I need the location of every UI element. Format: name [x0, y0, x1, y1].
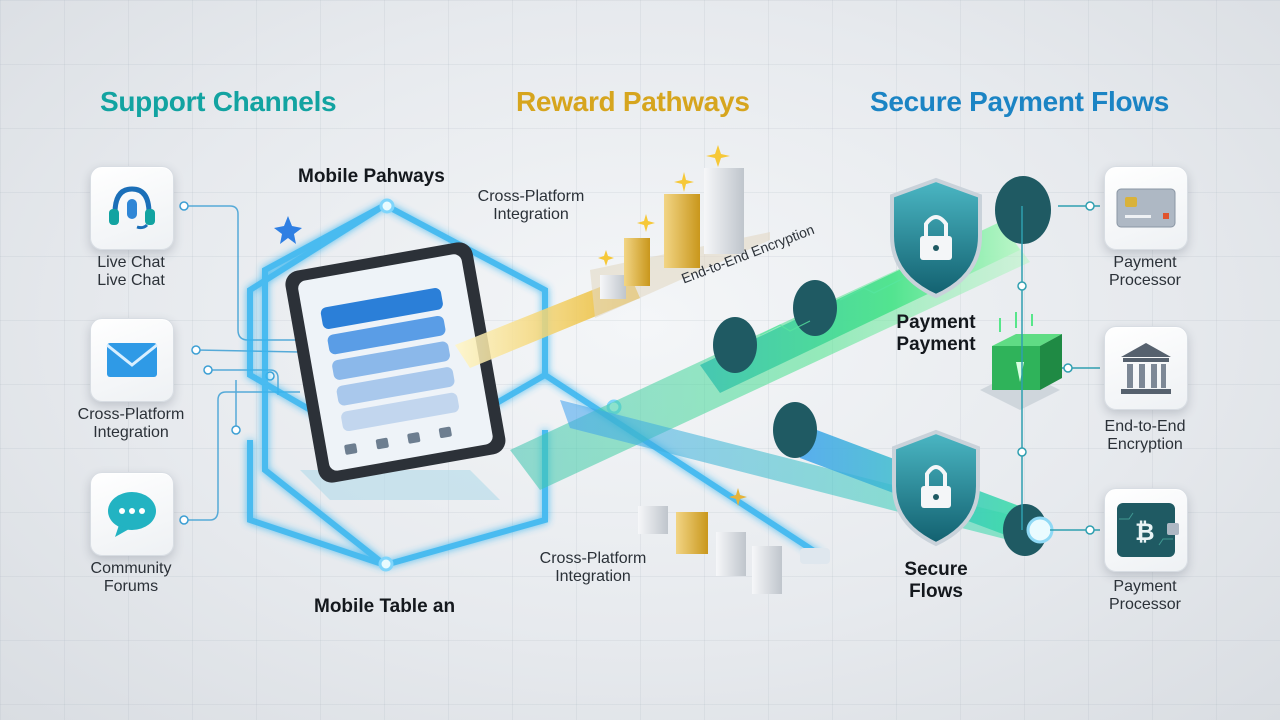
credit-card-icon — [1116, 188, 1176, 228]
security-chip-cube — [980, 312, 1062, 410]
chat-bubble-icon — [108, 492, 156, 537]
bank-icon — [1121, 343, 1171, 394]
reward-bars-top — [590, 168, 770, 318]
headset-icon — [109, 186, 155, 230]
mobile-pathways-label: Mobile Pahways — [298, 166, 445, 187]
svg-text:₿: ₿ — [1135, 518, 1155, 546]
community-forums-tile[interactable] — [90, 472, 174, 556]
tablet-illustration — [285, 242, 506, 483]
cross-platform-tile[interactable] — [90, 318, 174, 402]
reward-bars-bottom — [638, 506, 830, 594]
heading-reward-pathways: Reward Pathways — [516, 86, 750, 117]
left-connectors — [184, 205, 301, 521]
shield-lock-bottom — [892, 429, 980, 547]
mobile-table-label: Mobile Table an — [314, 596, 456, 617]
shield-lock-top — [890, 177, 982, 299]
payment-processor-tile-1[interactable] — [1104, 166, 1188, 250]
payment-processor-tile-2[interactable]: ₿ — [1104, 488, 1188, 572]
envelope-icon — [106, 343, 158, 377]
live-chat-tile[interactable] — [90, 166, 174, 250]
heading-secure-payment-flows: Secure Payment Flows — [870, 86, 1170, 117]
encryption-bank-tile[interactable] — [1104, 326, 1188, 410]
bitcoin-wallet-icon: ₿ — [1117, 503, 1179, 557]
heading-support-channels: Support Channels — [100, 86, 337, 117]
